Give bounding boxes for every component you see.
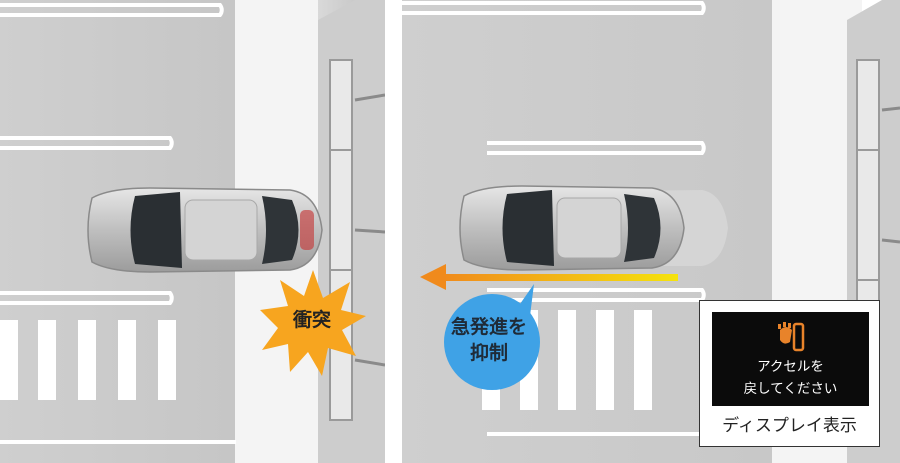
foot-on-pedal-warning-icon bbox=[778, 322, 805, 352]
suppression-label-line2: 抑制 bbox=[469, 342, 508, 364]
display-message: アクセルを 戻してください bbox=[712, 356, 869, 400]
parking-line bbox=[487, 141, 706, 155]
building-ledge bbox=[354, 358, 385, 367]
panel-divider bbox=[385, 0, 402, 463]
display-message-line1: アクセルを bbox=[757, 359, 824, 375]
suppression-bubble bbox=[444, 284, 540, 390]
collision-label: 衝突 bbox=[292, 309, 331, 331]
parking-line bbox=[402, 1, 706, 15]
display-screen: アクセルを 戻してください bbox=[712, 312, 869, 406]
reverse-direction-arrow bbox=[420, 264, 678, 290]
collision-scene-illustration bbox=[0, 0, 385, 463]
suppression-label-line1: 急発進を bbox=[450, 316, 527, 338]
building-ledge bbox=[881, 238, 900, 244]
building-ledge bbox=[354, 228, 385, 234]
parking-line bbox=[487, 288, 706, 302]
parking-line bbox=[0, 136, 174, 150]
building-ledge bbox=[354, 93, 385, 102]
crosswalk bbox=[0, 320, 236, 444]
display-message-line2: 戻してください bbox=[743, 381, 838, 397]
collision-burst bbox=[260, 270, 366, 376]
display-callout: アクセルを 戻してください ディスプレイ表示 bbox=[699, 300, 880, 447]
parking-line bbox=[0, 3, 224, 17]
car-suppressed bbox=[459, 185, 685, 271]
parking-line bbox=[0, 291, 174, 305]
scene-collision: 衝突 bbox=[0, 0, 385, 463]
building-ledge bbox=[881, 106, 900, 112]
car-collided bbox=[87, 187, 323, 273]
display-caption: ディスプレイ表示 bbox=[722, 416, 857, 436]
suppression-label: 急発進を 抑制 bbox=[430, 314, 548, 366]
